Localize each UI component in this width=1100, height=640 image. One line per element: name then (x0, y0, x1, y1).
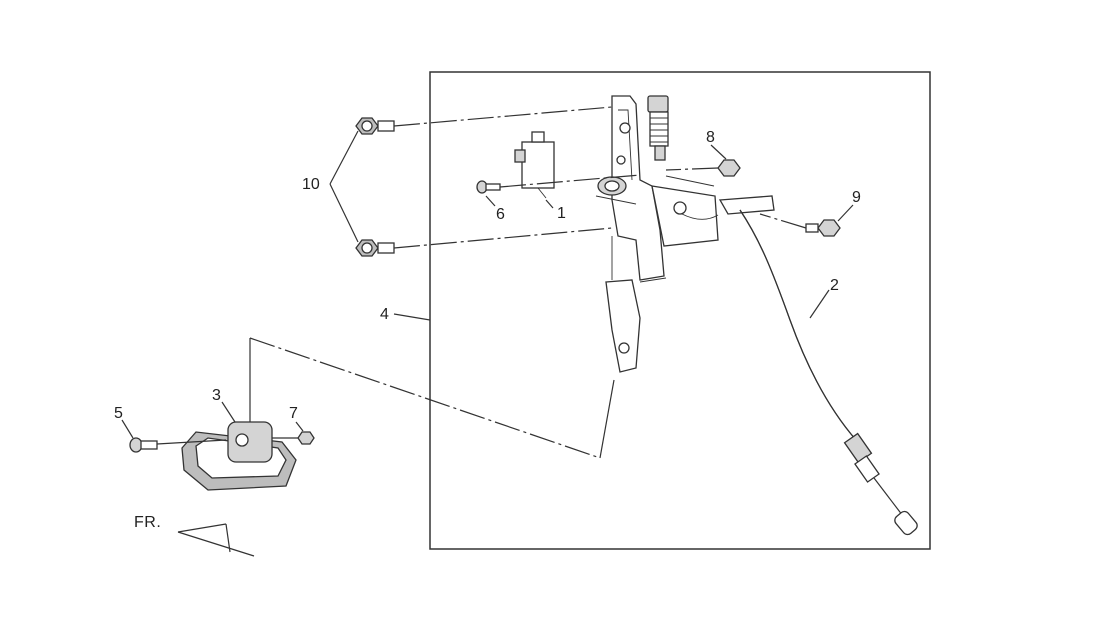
latch-mechanism (595, 95, 669, 205)
bolt-lower (355, 239, 395, 257)
callout-5: 5 (114, 405, 123, 422)
front-direction-indicator (177, 523, 255, 557)
callout-3: 3 (212, 387, 221, 404)
assembly-frame (429, 71, 931, 550)
callout-1: 1 (557, 205, 566, 222)
callout-6: 6 (496, 206, 505, 223)
callout-10: 10 (302, 176, 320, 193)
callout-9: 9 (852, 189, 861, 206)
callout-2: 2 (830, 277, 839, 294)
switch-part-1 (514, 131, 555, 199)
screw-part-6 (476, 180, 501, 194)
latch-bracket (605, 95, 719, 373)
nut-part-7 (297, 431, 315, 445)
bolt-part-9 (805, 219, 841, 237)
callout-4: 4 (380, 306, 389, 323)
bolt-upper (355, 117, 395, 135)
nut-part-8 (717, 159, 741, 177)
callout-7: 7 (289, 405, 298, 422)
callout-8: 8 (706, 129, 715, 146)
front-label: FR. (134, 514, 161, 531)
pad-part-3 (181, 421, 297, 491)
cable-part-2 (681, 195, 918, 536)
bolt-part-5 (129, 437, 158, 453)
